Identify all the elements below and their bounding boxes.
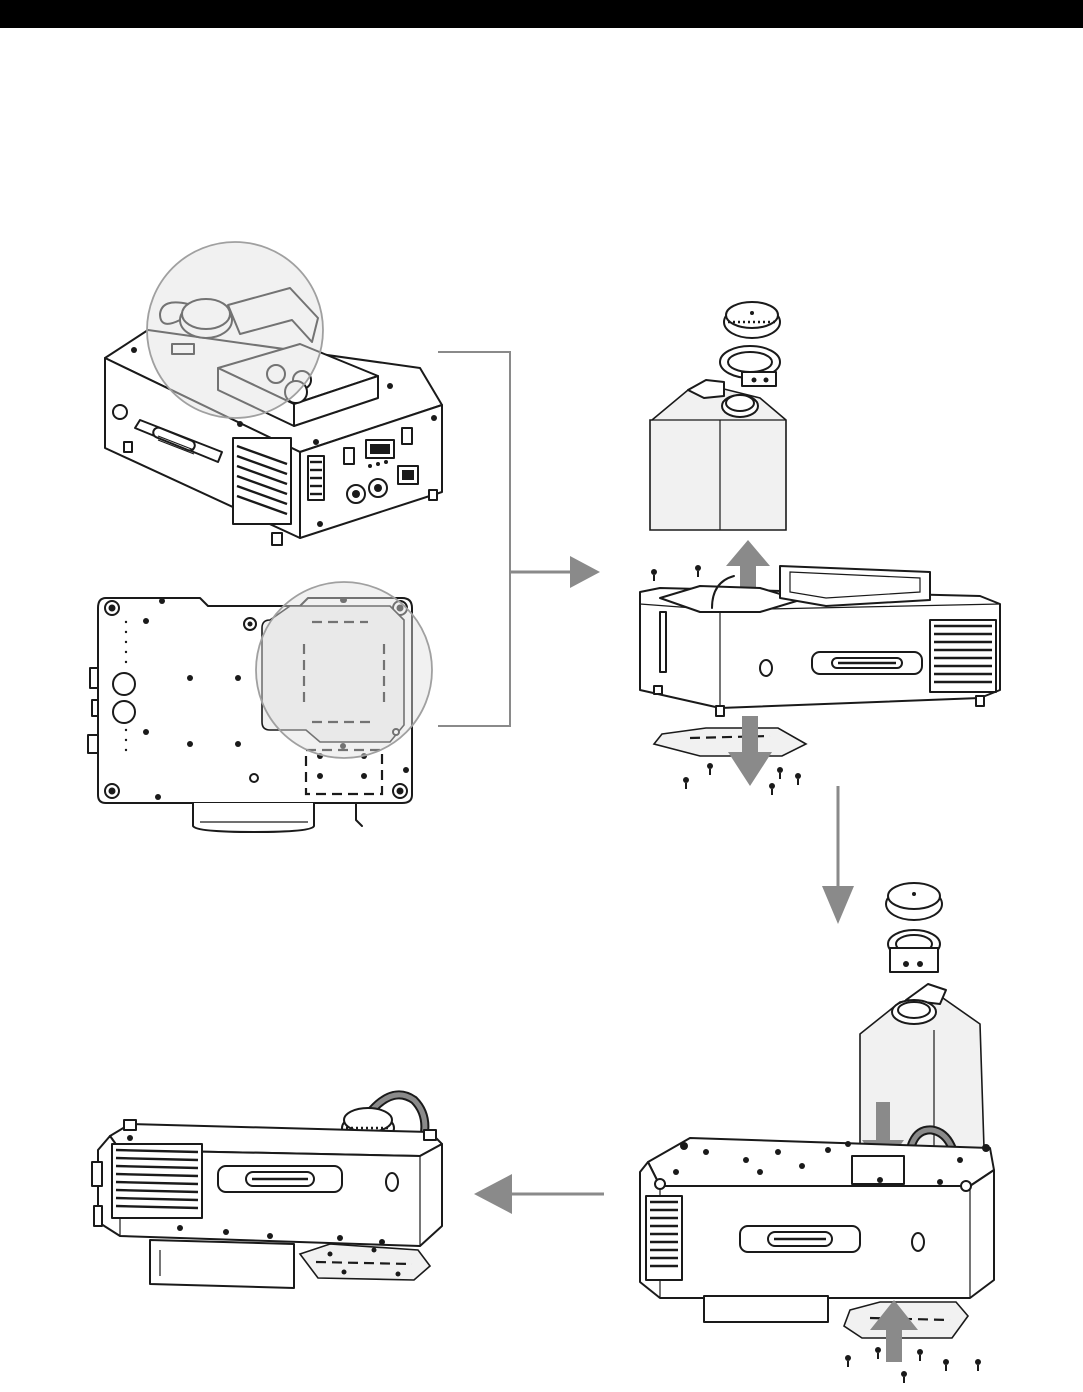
tank-cap (724, 302, 780, 338)
highlight-circle (147, 242, 323, 418)
arrow-left (474, 1174, 604, 1214)
tank-install-exploded (640, 883, 994, 1383)
arrow-down (822, 786, 854, 924)
arrow-bracket-right (438, 352, 600, 726)
highlight-circle (256, 582, 432, 758)
machine-inverted-final (92, 1095, 442, 1288)
vent-grille (233, 438, 291, 524)
machine-bottom-plan (88, 582, 432, 832)
fluid-tank (650, 380, 786, 530)
tank-removal-exploded (640, 302, 1000, 795)
machine-isometric-top (105, 242, 442, 545)
